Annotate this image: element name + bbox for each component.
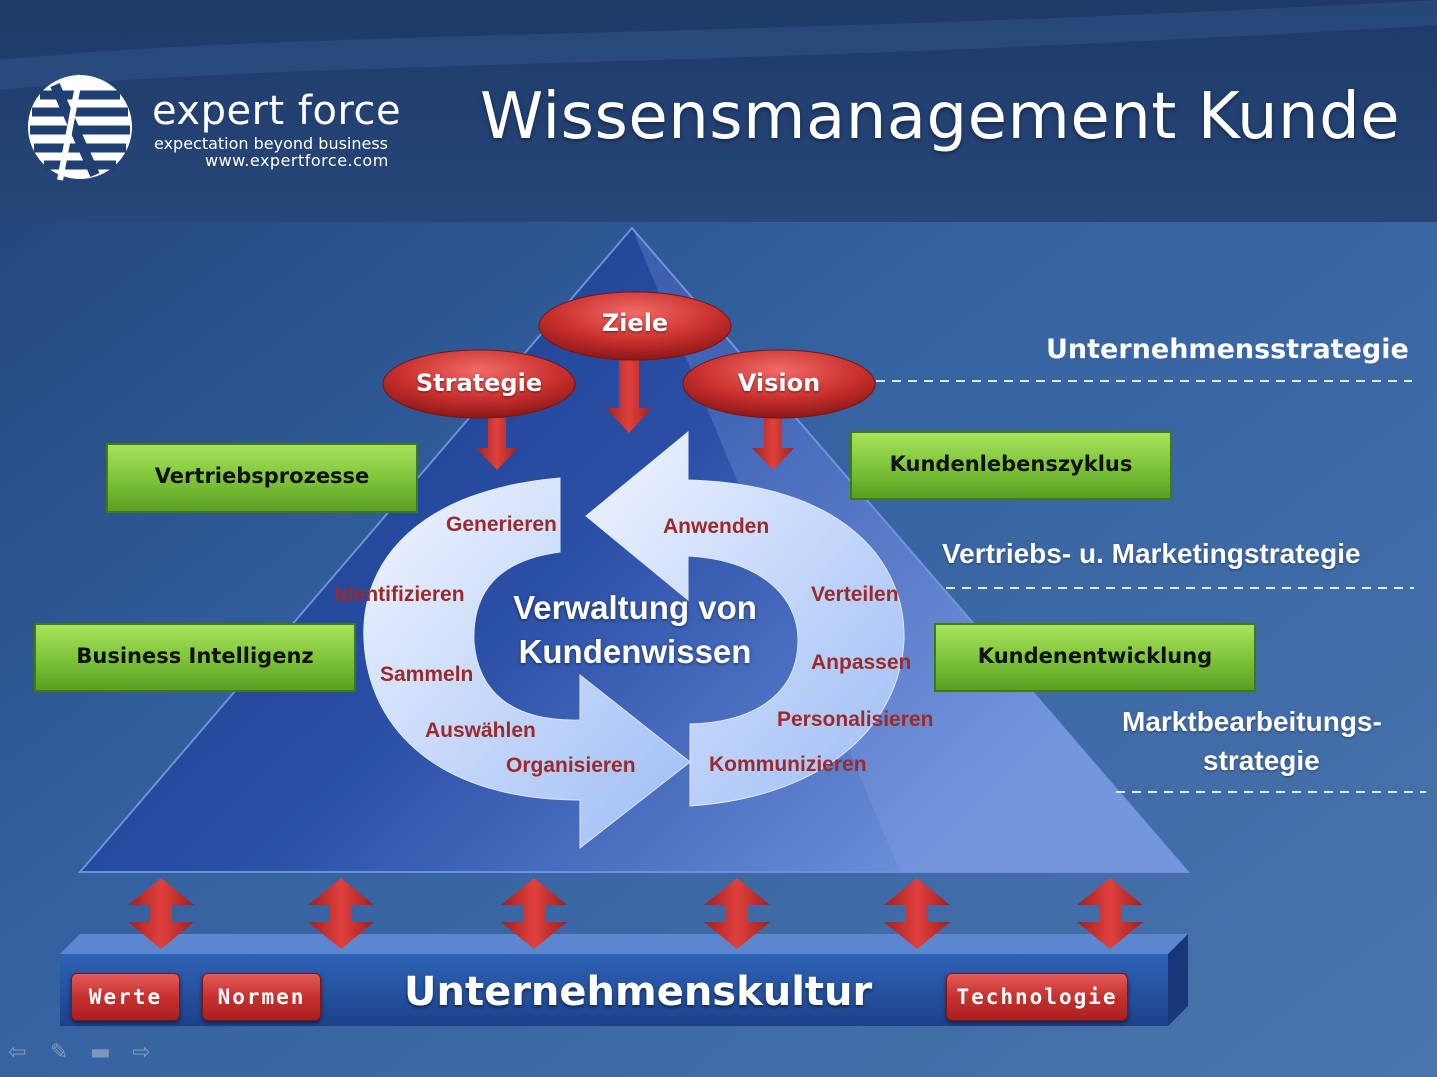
cycle-word-sammeln: Sammeln — [380, 663, 474, 686]
cycle-word-personalisieren: Personalisieren — [777, 708, 934, 731]
arrow-left-icon[interactable]: ⇦ — [8, 1040, 27, 1065]
cycle-word-anpassen: Anpassen — [811, 651, 912, 674]
double-arrows — [128, 878, 1143, 949]
base-bar-side — [1168, 934, 1188, 1026]
green-box-kundenentwicklung — [934, 623, 1256, 692]
oval-ziele — [538, 291, 732, 361]
cycle-arrow-left — [363, 477, 691, 850]
page-title: Wissensmanagement Kunde — [480, 80, 1401, 154]
arrow-right-icon[interactable]: ⇨ — [132, 1040, 151, 1065]
header-swoosh — [0, 0, 1437, 90]
oval-vision — [682, 349, 876, 419]
cycle-ring — [363, 430, 905, 850]
brand-url: www.expertforce.com — [205, 151, 389, 170]
green-box-business-intelligenz — [34, 623, 356, 692]
brand-name: expert force — [152, 88, 402, 134]
base-bar-top — [60, 934, 1188, 954]
oval-label-ziele: Ziele — [601, 309, 669, 337]
base-title-unternehmenskultur: Unternehmenskultur — [404, 969, 873, 1015]
slide-menu-icon[interactable]: ▬ — [90, 1040, 111, 1065]
oval-label-vision: Vision — [737, 369, 821, 397]
cycle-word-generieren: Generieren — [446, 513, 557, 536]
green-box-vertriebsprozesse — [106, 443, 418, 513]
cycle-word-organisieren: Organisieren — [506, 754, 636, 777]
label-kundenentwicklung: Kundenentwicklung — [977, 644, 1213, 668]
green-box-kundenlebenszyklus — [850, 431, 1172, 500]
label-kundenlebenszyklus: Kundenlebenszyklus — [889, 452, 1133, 476]
down-arrows — [476, 358, 794, 470]
normen-button[interactable]: Normen — [202, 973, 321, 1021]
cycle-word-auswaehlen: Auswählen — [425, 719, 536, 742]
globe-logo-icon — [28, 74, 132, 181]
technologie-button[interactable]: Technologie — [946, 973, 1128, 1021]
pen-icon[interactable]: ✎ — [50, 1040, 69, 1065]
cycle-word-anwenden: Anwenden — [663, 515, 770, 538]
center-line-1: Verwaltung von — [513, 589, 757, 626]
level-unternehmensstrategie: Unternehmensstrategie — [1046, 334, 1409, 365]
header-band — [0, 0, 1437, 222]
cycle-word-kommunizieren: Kommunizieren — [709, 753, 867, 776]
cycle-word-identifizieren: Identifizieren — [335, 583, 465, 606]
werte-button[interactable]: Werte — [71, 973, 180, 1021]
oval-label-strategie: Strategie — [415, 369, 543, 397]
label-vertriebsprozesse: Vertriebsprozesse — [154, 464, 370, 488]
brand-tagline: expectation beyond business — [154, 134, 389, 153]
cycle-arrow-right — [585, 430, 905, 807]
level-vertriebs-marketing: Vertriebs- u. Marketingstrategie — [942, 538, 1361, 569]
oval-strategie — [382, 349, 576, 419]
cycle-word-verteilen: Verteilen — [811, 583, 899, 606]
center-title: Verwaltung von Kundenwissen — [470, 586, 800, 674]
level-marktbearbeitung-2: strategie — [1203, 745, 1320, 776]
label-business-intelligenz: Business Intelligenz — [76, 644, 314, 668]
level-marktbearbeitung-1: Marktbearbeitungs- — [1122, 706, 1382, 737]
center-line-2: Kundenwissen — [518, 633, 752, 670]
